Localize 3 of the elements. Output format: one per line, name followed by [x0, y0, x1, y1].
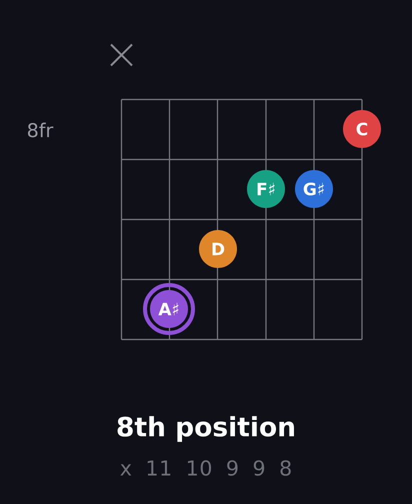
title: 8th position	[118, 416, 294, 442]
fret-number: 8fr	[28, 122, 54, 138]
fingering-text: x 11 10 9 9 8	[120, 460, 291, 476]
